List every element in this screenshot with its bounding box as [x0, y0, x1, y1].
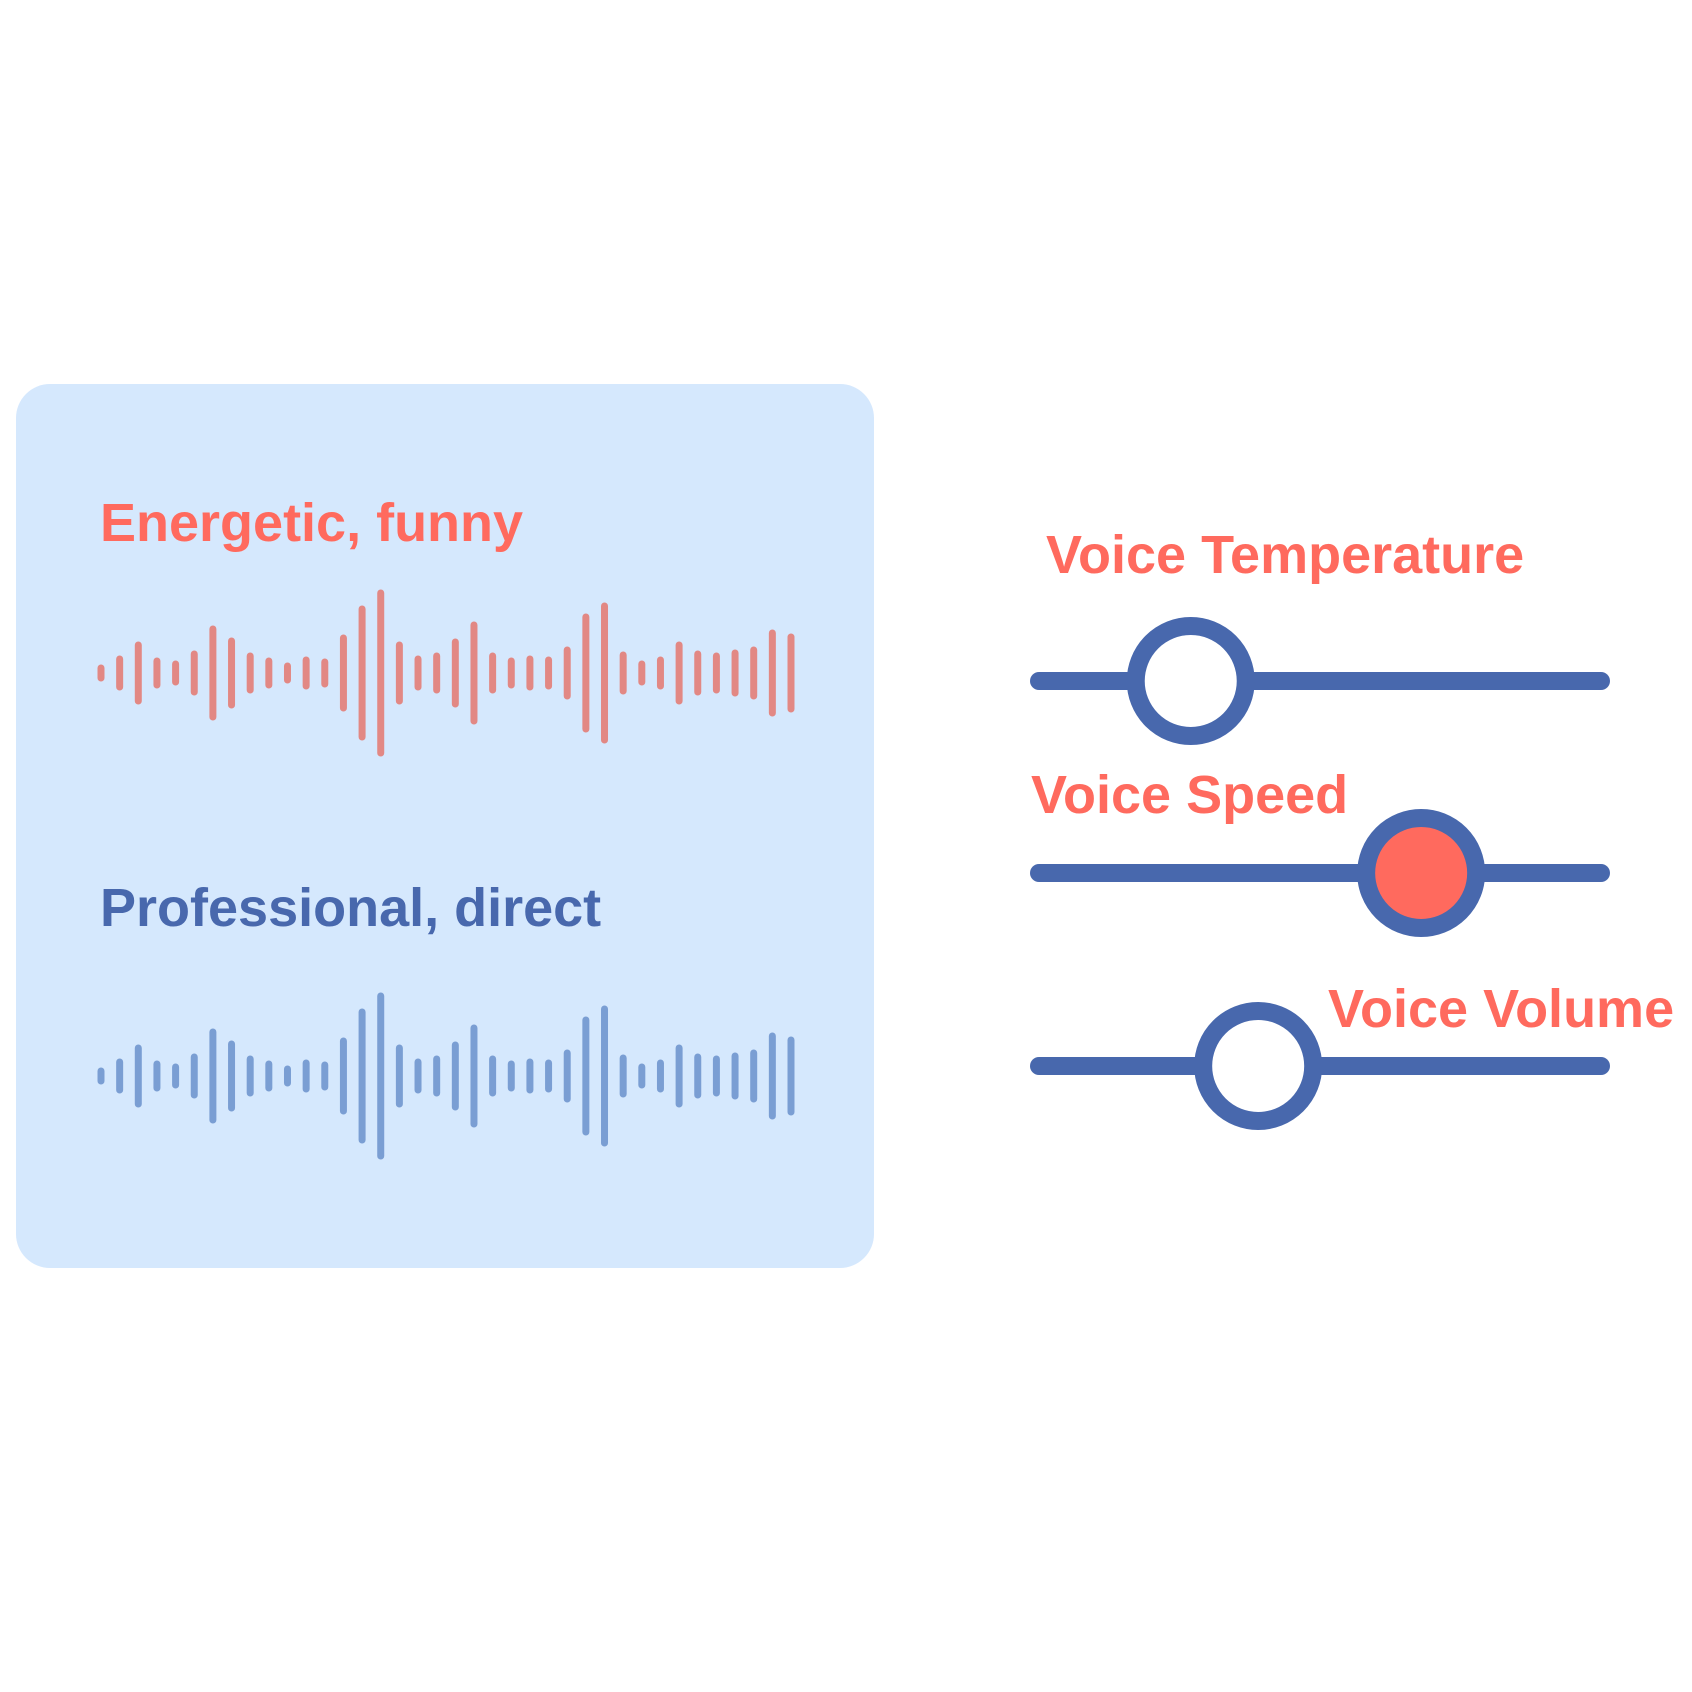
- voice-label-energetic[interactable]: Energetic, funny: [100, 493, 524, 553]
- slider-knob[interactable]: [1194, 1002, 1323, 1130]
- voice-label-professional[interactable]: Professional, direct: [100, 878, 602, 938]
- voice-volume-label: Voice Volume: [1328, 979, 1675, 1039]
- waveform-professional-icon[interactable]: [96, 991, 796, 1161]
- voice-temperature-slider[interactable]: [1020, 611, 1620, 751]
- voice-temperature-label: Voice Temperature: [1046, 525, 1525, 585]
- voice-volume-slider[interactable]: [1020, 996, 1620, 1136]
- voice-speed-label: Voice Speed: [1031, 765, 1349, 825]
- slider-knob[interactable]: [1126, 617, 1255, 745]
- waveform-energetic-icon[interactable]: [96, 588, 796, 758]
- voice-speed-slider[interactable]: [1020, 803, 1620, 943]
- voice-style-card: [16, 384, 874, 1268]
- slider-knob[interactable]: [1357, 809, 1486, 937]
